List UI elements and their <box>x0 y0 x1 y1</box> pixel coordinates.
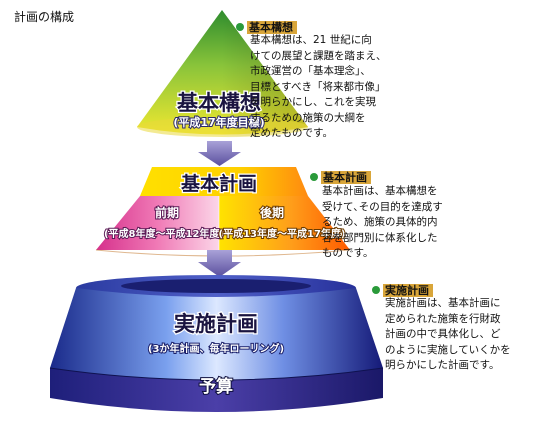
basic-concept-sub: (平成17年度目標) <box>173 115 264 129</box>
budget-title: 予算 <box>199 376 233 397</box>
basic-plan-note: 基本計画は、基本構想を受けて､その目的を達成するため、施策の具体的内容を部門別に… <box>322 184 443 262</box>
early-period-title: 前期 <box>155 205 179 220</box>
down-arrow-2 <box>198 250 241 277</box>
note-line: を明らかにし、これを実現 <box>250 96 376 108</box>
late-period-title: 後期 <box>260 205 284 220</box>
note-line: 実施計画は、基本計画に <box>385 297 501 309</box>
basic-plan-note-head: 基本計画 <box>310 169 371 185</box>
implementation-plan-sub: (3か年計画、毎年ローリング) <box>148 342 284 355</box>
note-line: 計画の中で具体化し、ど <box>385 328 501 340</box>
bullet-dot-icon <box>236 23 244 31</box>
late-period-sub: (平成13年度〜平成17年度) <box>219 227 346 240</box>
note-line: のように実施していくかを <box>385 343 511 356</box>
note-line: 基本計画は、基本構想を <box>322 185 438 197</box>
early-period-sub: (平成8年度〜平成12年度) <box>104 227 224 240</box>
note-line: 目標とすべき「将来都市像」 <box>250 80 386 93</box>
note-line: るため、施策の具体的内 <box>322 216 438 228</box>
implementation-plan-base <box>49 275 384 412</box>
note-line: 明らかにした計画です。 <box>385 359 500 371</box>
page-title: 計画の構成 <box>14 10 75 24</box>
note-line: 定められた施策を行財政 <box>385 312 501 325</box>
note-line: 受けて､その目的を達成す <box>322 200 443 213</box>
basic-plan-title: 基本計画 <box>180 172 257 195</box>
implementation-plan-note: 実施計画は、基本計画に定められた施策を行財政計画の中で具体化し、どのように実施し… <box>385 296 511 374</box>
basic-concept-title: 基本構想 <box>177 91 261 115</box>
note-line: 容を部門別に体系化した <box>322 231 438 244</box>
bullet-dot-icon <box>310 173 318 181</box>
down-arrow-1 <box>198 141 241 166</box>
bullet-dot-icon <box>372 286 380 294</box>
implementation-plan-title: 実施計画 <box>174 312 258 336</box>
note-line: するための施策の大綱を <box>250 111 366 124</box>
basic-concept-note-head: 基本構想 <box>236 19 297 35</box>
note-line: 基本構想は、21 世紀に向 <box>250 34 372 46</box>
basic-plan-block <box>95 167 351 257</box>
note-line: 定めたものです。 <box>250 127 333 139</box>
note-line: ものです。 <box>322 247 374 259</box>
basic-concept-cone <box>137 10 308 138</box>
note-line: けての展望と課題を踏まえ、 <box>250 49 387 62</box>
note-line: 市政運営の「基本理念」、 <box>250 65 371 77</box>
basic-concept-note: 基本構想は、21 世紀に向けての展望と課題を踏まえ、市政運営の「基本理念」、目標… <box>250 33 387 142</box>
implementation-plan-note-head: 実施計画 <box>372 282 433 298</box>
